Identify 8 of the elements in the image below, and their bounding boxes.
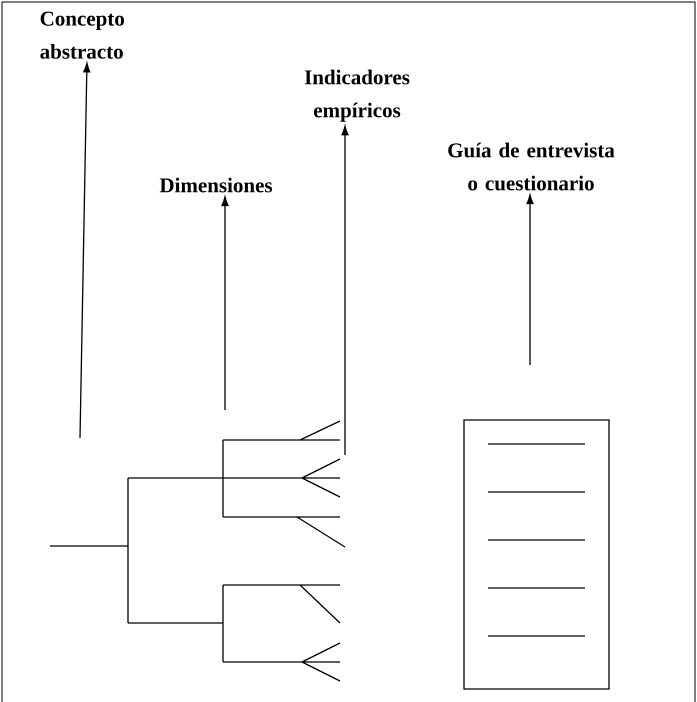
heading-text: Concepto abstracto [40,12,124,59]
arrow [341,126,349,455]
heading-text: Indicadores empíricos [304,70,410,122]
heading-text: Guía de entrevista o cuestionario [448,142,614,190]
arrow [526,194,534,365]
arrow [221,196,229,410]
heading-text: Dimensiones [160,178,272,192]
arrow [79,62,90,438]
